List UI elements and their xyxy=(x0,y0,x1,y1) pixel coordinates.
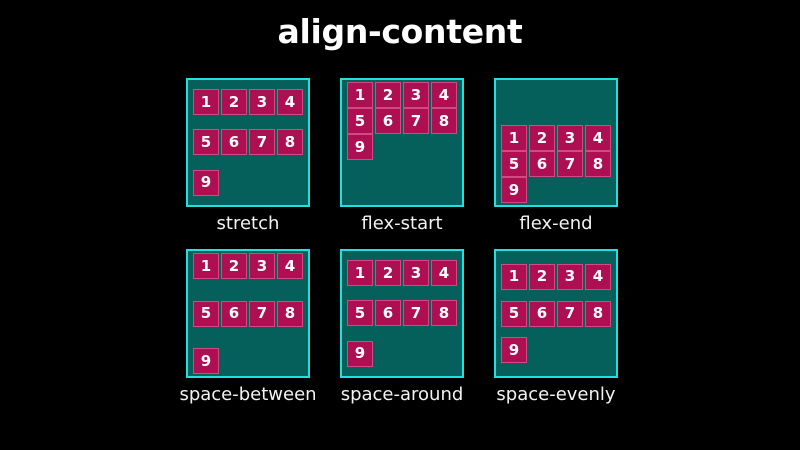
flex-item: 2 xyxy=(529,125,555,151)
flex-item: 3 xyxy=(249,253,275,279)
flex-item: 2 xyxy=(375,260,401,287)
flex-item: 9 xyxy=(193,348,219,374)
demo-label-flex-end: flex-end xyxy=(519,213,593,234)
flex-item: 8 xyxy=(277,300,303,327)
flex-item: 2 xyxy=(221,89,247,116)
flex-item: 8 xyxy=(431,108,457,134)
flex-item: 5 xyxy=(347,300,373,327)
flex-item: 4 xyxy=(277,253,303,279)
flex-item: 1 xyxy=(501,263,527,290)
flex-item: 8 xyxy=(277,129,303,156)
flex-item: 1 xyxy=(193,253,219,279)
flex-item: 7 xyxy=(249,129,275,156)
flex-item: 3 xyxy=(403,82,429,108)
flex-item: 6 xyxy=(375,108,401,134)
flex-item: 8 xyxy=(431,300,457,327)
flex-item: 1 xyxy=(347,260,373,287)
demo-label-space-between: space-between xyxy=(179,384,317,405)
flex-item: 6 xyxy=(529,151,555,177)
flex-item: 9 xyxy=(347,340,373,367)
flex-item: 2 xyxy=(221,253,247,279)
flex-item: 4 xyxy=(431,82,457,108)
flex-item: 3 xyxy=(557,125,583,151)
flex-item: 1 xyxy=(193,89,219,116)
flex-item: 7 xyxy=(403,300,429,327)
flex-item: 6 xyxy=(221,129,247,156)
demo-label-space-around: space-around xyxy=(340,384,464,405)
flex-item: 9 xyxy=(193,169,219,196)
flex-item: 5 xyxy=(193,129,219,156)
flex-item: 2 xyxy=(375,82,401,108)
flex-item: 9 xyxy=(501,337,527,364)
flex-item: 8 xyxy=(585,300,611,327)
flex-item: 5 xyxy=(347,108,373,134)
flex-item: 7 xyxy=(557,151,583,177)
flex-item: 6 xyxy=(221,300,247,327)
flex-item: 3 xyxy=(249,89,275,116)
demo-label-space-evenly: space-evenly xyxy=(496,384,616,405)
flex-item: 4 xyxy=(431,260,457,287)
demo-label-flex-start: flex-start xyxy=(361,213,443,234)
flex-item: 2 xyxy=(529,263,555,290)
flex-item: 6 xyxy=(375,300,401,327)
flex-item: 6 xyxy=(529,300,555,327)
flex-item: 7 xyxy=(557,300,583,327)
flex-item: 5 xyxy=(193,300,219,327)
flex-item: 7 xyxy=(249,300,275,327)
flex-item: 7 xyxy=(403,108,429,134)
page-title: align-content xyxy=(277,12,523,51)
flex-item: 1 xyxy=(347,82,373,108)
flex-item: 3 xyxy=(557,263,583,290)
flex-item: 8 xyxy=(585,151,611,177)
flex-item: 5 xyxy=(501,300,527,327)
flex-item: 9 xyxy=(347,134,373,160)
flex-item: 4 xyxy=(585,125,611,151)
flex-item: 4 xyxy=(277,89,303,116)
flex-item: 9 xyxy=(501,177,527,203)
flex-item: 4 xyxy=(585,263,611,290)
flex-item: 5 xyxy=(501,151,527,177)
demo-label-stretch: stretch xyxy=(216,213,280,234)
flex-item: 1 xyxy=(501,125,527,151)
flex-item: 3 xyxy=(403,260,429,287)
